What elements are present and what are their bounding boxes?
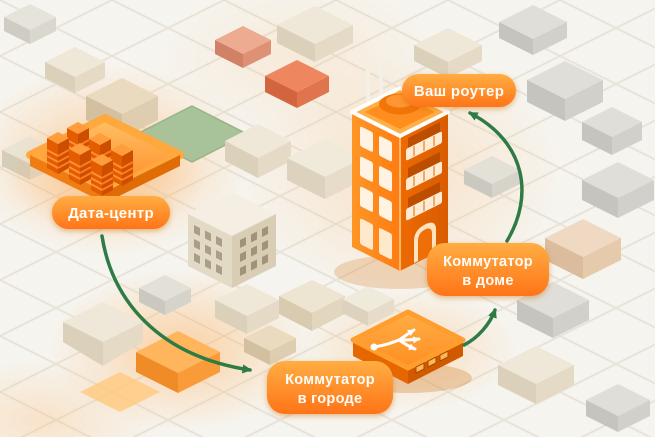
router-label: Ваш роутер: [402, 74, 516, 107]
arrow-datacenter-to-city-switch: [100, 234, 252, 374]
building-block: [215, 26, 271, 68]
building-block: [45, 47, 105, 93]
building-block: [139, 275, 191, 315]
building-block: [545, 219, 621, 279]
arrow-city-switch-to-home-switch: [462, 308, 497, 347]
building-block: [464, 156, 520, 198]
building-block: [265, 60, 329, 108]
building-block: [244, 325, 296, 365]
apartment-tower-icon: [334, 59, 466, 289]
building-block: [527, 61, 603, 121]
arrow-home-switch-to-router: [468, 111, 524, 243]
windowed-building: [188, 192, 276, 288]
building-block: [277, 6, 353, 62]
home-switch-label-line1: Коммутатор: [443, 254, 533, 270]
city-switch-label: Коммутатор в городе: [267, 361, 393, 414]
home-switch-label: Коммутатор в доме: [427, 243, 549, 296]
city-buildings: [2, 4, 654, 432]
connection-arrows: [100, 111, 524, 374]
datacenter-label-text: Дата-центр: [68, 205, 154, 222]
building-block: [582, 162, 654, 218]
building-block: [586, 384, 650, 432]
city-switch-label-line2: в городе: [298, 391, 363, 407]
building-block: [287, 139, 363, 199]
building-block: [225, 124, 291, 178]
building-block: [499, 5, 567, 55]
home-switch-label-line2: в доме: [462, 273, 513, 289]
router-label-text: Ваш роутер: [414, 83, 504, 100]
building-block: [498, 346, 574, 404]
branch-arrows-icon: [370, 328, 421, 351]
building-block: [582, 107, 642, 155]
building-block: [136, 331, 220, 393]
datacenter-label: Дата-центр: [52, 196, 170, 229]
building-block: [279, 280, 345, 331]
building-block: [4, 4, 56, 44]
switch-ports: [415, 350, 449, 374]
city-switch-label-line1: Коммутатор: [285, 372, 375, 388]
building-block: [342, 286, 394, 326]
building-block: [215, 284, 279, 334]
flat-lot: [80, 372, 160, 412]
building-block: [414, 28, 482, 78]
roof-antenna-icon: [365, 59, 384, 102]
building-block: [63, 302, 143, 366]
